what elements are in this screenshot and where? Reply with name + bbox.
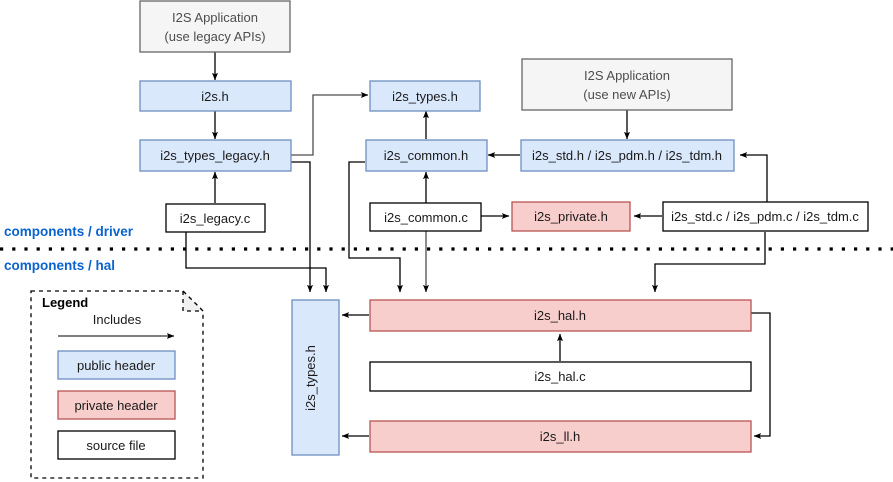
edge-layer [185,52,771,440]
node-app-legacy[interactable]: I2S Application (use legacy APIs) [139,0,291,53]
legend-title: Legend [42,295,88,310]
node-app-legacy-line1: I2S Application [172,10,258,25]
node-i2s-h-label: i2s.h [201,89,228,104]
node-app-legacy-line2: (use legacy APIs) [164,29,265,44]
node-i2s-hal-h[interactable]: i2s_hal.h [369,299,752,332]
node-i2s-ll-h-label: i2s_ll.h [540,429,580,444]
node-i2s-legacy-c[interactable]: i2s_legacy.c [165,203,266,233]
legend-item-public-header: public header [57,350,176,380]
edge-types-legacy-to-types-h [291,91,369,156]
edge-types-legacy-to-types-hal [291,161,314,293]
node-i2s-hal-c[interactable]: i2s_hal.c [369,361,752,392]
divider-label-driver: components / driver [4,224,134,239]
node-i2s-common-h[interactable]: i2s_common.h [365,139,488,172]
legend-item-private-header: private header [57,390,176,420]
node-i2s-types-h-hal-label: i2s_types.h [303,345,318,411]
node-app-new-line2: (use new APIs) [583,87,670,102]
legend: Legend Includes public header private he… [30,289,205,479]
node-i2s-types-h-top[interactable]: i2s_types.h [369,80,481,112]
edge-hal-h-to-ll-h [750,312,771,440]
legend-item-source-file: source file [57,430,176,460]
node-i2s-types-h-top-label: i2s_types.h [392,89,458,104]
legend-folded-corner-icon [182,289,205,312]
node-i2s-types-legacy-h-label: i2s_types_legacy.h [160,148,270,163]
edge-common-h-to-hal-h [348,161,404,293]
node-app-new-line1: I2S Application [584,68,670,83]
node-i2s-h[interactable]: i2s.h [139,80,292,112]
node-i2s-private-h-label: i2s_private.h [534,209,608,224]
divider-label-hal: components / hal [4,258,115,273]
legend-item-private-header-label: private header [74,398,158,413]
edge-std-c-to-std-h [739,152,768,202]
node-i2s-ll-h[interactable]: i2s_ll.h [369,420,752,453]
node-app-new[interactable]: I2S Application (use new APIs) [521,58,733,111]
edge-std-c-to-hal-h [652,232,766,293]
edge-legacy-c-to-types-hal [185,232,330,293]
node-i2s-types-h-hal[interactable]: i2s_types.h [291,299,340,456]
legend-item-public-header-label: public header [77,358,156,373]
node-i2s-std-c[interactable]: i2s_std.c / i2s_pdm.c / i2s_tdm.c [662,201,869,232]
node-i2s-common-h-label: i2s_common.h [384,148,469,163]
legend-arrow-label: Includes [93,312,142,327]
node-i2s-types-legacy-h[interactable]: i2s_types_legacy.h [139,139,292,172]
node-i2s-std-h[interactable]: i2s_std.h / i2s_pdm.h / i2s_tdm.h [520,139,735,172]
node-i2s-common-c[interactable]: i2s_common.c [369,202,482,232]
node-i2s-hal-c-label: i2s_hal.c [534,369,586,384]
section-divider: components / driver components / hal [0,224,893,273]
node-i2s-common-c-label: i2s_common.c [384,210,468,225]
node-i2s-std-c-label: i2s_std.c / i2s_pdm.c / i2s_tdm.c [671,209,859,224]
node-i2s-private-h[interactable]: i2s_private.h [511,201,631,232]
legend-item-source-file-label: source file [86,438,145,453]
node-i2s-hal-h-label: i2s_hal.h [534,308,586,323]
node-i2s-std-h-label: i2s_std.h / i2s_pdm.h / i2s_tdm.h [532,148,722,163]
node-i2s-legacy-c-label: i2s_legacy.c [180,211,251,226]
